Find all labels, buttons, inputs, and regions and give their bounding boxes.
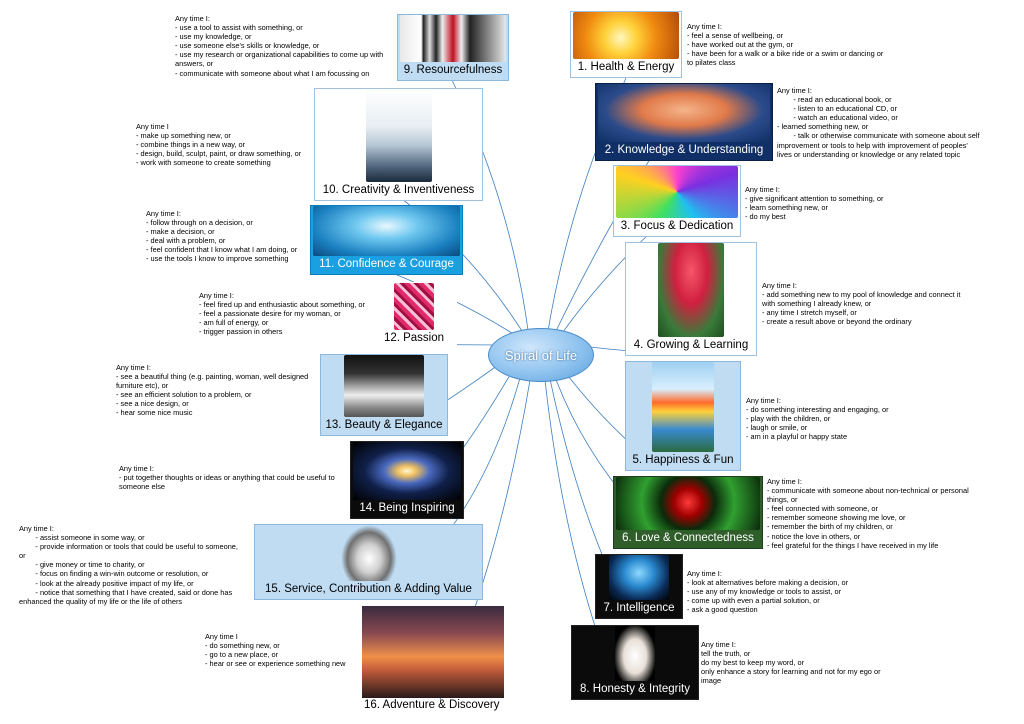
galaxy-icon	[353, 442, 461, 500]
note-intelligence: Any time I: - look at alternatives befor…	[687, 569, 849, 615]
node-label: 11. Confidence & Courage	[319, 258, 454, 270]
node-creativity-inventiveness[interactable]: 10. Creativity & Inventiveness	[314, 88, 483, 201]
tree-sketch-icon	[365, 89, 432, 182]
node-resourcefulness[interactable]: 9. Resourcefulness	[397, 14, 509, 81]
central-topic[interactable]: Spiral of Life	[488, 328, 594, 382]
note-love-connectedness: Any time I: - communicate with someone a…	[767, 477, 969, 550]
node-intelligence[interactable]: 7. Intelligence	[595, 554, 683, 619]
note-happiness-fun: Any time I: - do something interesting a…	[746, 396, 889, 442]
note-growing-learning: Any time I: - add something new to my po…	[762, 281, 961, 327]
abstract-pattern-icon	[394, 283, 434, 330]
node-focus-dedication[interactable]: 3. Focus & Dedication	[613, 165, 741, 237]
node-adventure-discovery[interactable]: 16. Adventure & Discovery	[362, 606, 504, 718]
palm-hand-icon	[615, 626, 655, 681]
node-knowledge-understanding[interactable]: 2. Knowledge & Understanding	[595, 83, 773, 161]
node-label: 16. Adventure & Discovery	[364, 699, 500, 711]
sailboat-icon	[652, 362, 714, 452]
node-label: 15. Service, Contribution & Adding Value	[265, 583, 472, 595]
node-beauty-elegance[interactable]: 13. Beauty & Elegance	[320, 354, 448, 436]
node-label: 4. Growing & Learning	[633, 339, 749, 351]
neon-heart-icon	[616, 477, 760, 530]
node-being-inspiring[interactable]: 14. Being Inspiring	[350, 441, 464, 519]
note-creativity-inventiveness: Any time I - make up something new, or -…	[136, 122, 302, 168]
node-label: 2. Knowledge & Understanding	[604, 144, 764, 156]
node-label: 14. Being Inspiring	[359, 502, 455, 514]
raised-arms-icon	[313, 206, 460, 256]
note-passion: Any time I: - feel fired up and enthusia…	[199, 291, 365, 337]
node-label: 3. Focus & Dedication	[620, 220, 734, 232]
node-passion[interactable]: 12. Passion	[371, 282, 457, 349]
central-topic-label: Spiral of Life	[504, 347, 578, 363]
node-happiness-fun[interactable]: 5. Happiness & Fun	[625, 361, 741, 471]
node-label: 7. Intelligence	[603, 602, 675, 614]
note-focus-dedication: Any time I: - give significant attention…	[745, 185, 884, 222]
tunnel-icon	[616, 166, 738, 218]
service-bell-icon	[340, 525, 397, 581]
node-honesty-integrity[interactable]: 8. Honesty & Integrity	[571, 625, 699, 700]
node-label: 8. Honesty & Integrity	[580, 683, 690, 695]
brain-icon	[598, 84, 770, 142]
note-adventure-discovery: Any time I - do something new, or - go t…	[205, 632, 346, 669]
sparkler-icon	[573, 12, 679, 59]
note-health-energy: Any time I: - feel a sense of wellbeing,…	[687, 22, 884, 68]
note-honesty-integrity: Any time I: tell the truth, or do my bes…	[701, 640, 881, 686]
node-service-contribution[interactable]: 15. Service, Contribution & Adding Value	[254, 524, 483, 600]
node-health-energy[interactable]: 1. Health & Energy	[570, 11, 682, 78]
tools-icon	[400, 15, 506, 62]
note-service-contribution: Any time I: - assist someone in some way…	[19, 524, 238, 606]
node-label: 12. Passion	[383, 332, 445, 344]
node-growing-learning[interactable]: 4. Growing & Learning	[625, 242, 757, 356]
node-label: 9. Resourcefulness	[403, 64, 503, 76]
body-curve-icon	[344, 355, 424, 417]
note-being-inspiring: Any time I: - put together thoughts or i…	[119, 464, 335, 492]
node-label: 6. Love & Connectedness	[622, 532, 754, 544]
node-confidence-courage[interactable]: 11. Confidence & Courage	[310, 205, 463, 275]
node-label: 1. Health & Energy	[577, 61, 675, 73]
node-label: 5. Happiness & Fun	[632, 454, 734, 466]
node-love-connectedness[interactable]: 6. Love & Connectedness	[613, 476, 763, 549]
note-resourcefulness: Any time I: - use a tool to assist with …	[175, 14, 384, 78]
node-label: 13. Beauty & Elegance	[325, 419, 443, 431]
sunset-coast-icon	[362, 606, 504, 698]
robot-head-icon	[609, 555, 669, 600]
note-confidence-courage: Any time I: - follow through on a decisi…	[146, 209, 298, 264]
tulips-icon	[658, 243, 724, 337]
note-knowledge-understanding: Any time I: - read an educational book, …	[777, 86, 980, 159]
note-beauty-elegance: Any time I: - see a beautiful thing (e.g…	[116, 363, 309, 418]
node-label: 10. Creativity & Inventiveness	[322, 184, 475, 196]
